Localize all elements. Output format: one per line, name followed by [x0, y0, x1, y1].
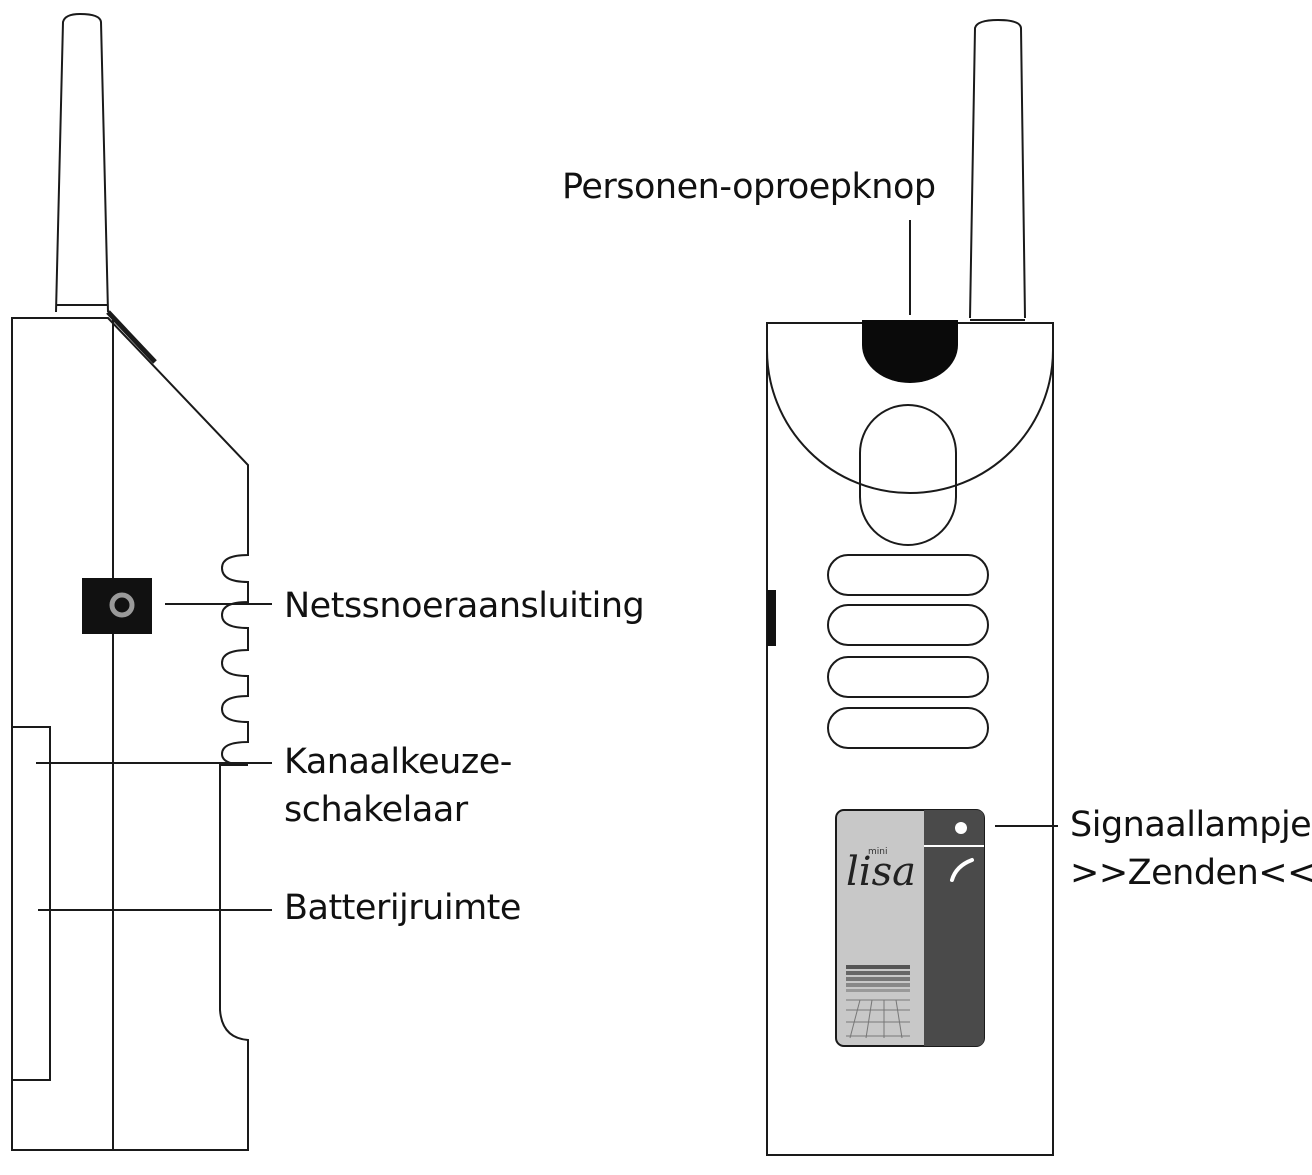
brand-logo-superscript: mini: [868, 847, 887, 857]
speaker-slot: [827, 656, 989, 698]
label-kanaalkeuze-line1: Kanaalkeuze-: [284, 742, 512, 782]
brand-logo: lisa: [846, 849, 916, 895]
plate-grid: [846, 999, 910, 1039]
label-plate: lisa mini: [835, 809, 985, 1047]
handset-icon: [950, 858, 974, 882]
battery-compartment: [11, 726, 51, 1081]
power-jack: [82, 578, 152, 634]
side-antenna: [55, 12, 109, 313]
signal-lamp-icon: [955, 822, 967, 834]
label-personen-oproepknop: Personen-oproepknop: [562, 167, 936, 207]
label-netsnoeraansluiting: Netssnoeraansluiting: [284, 586, 645, 626]
label-batterijruimte: Batterijruimte: [284, 888, 521, 928]
side-edge-bevel: [106, 310, 157, 364]
label-signaallampje-line1: Signaallampje: [1070, 805, 1312, 845]
front-pill-button: [859, 404, 957, 546]
plate-stripes: [846, 965, 910, 992]
front-top-arc: [766, 349, 1054, 494]
speaker-slot: [827, 604, 989, 646]
front-antenna: [969, 18, 1026, 319]
person-call-button: [862, 320, 958, 383]
side-view-device: [11, 12, 272, 1151]
label-signaallampje-line2: >>Zenden<<: [1070, 853, 1312, 893]
side-body-outline: [11, 317, 249, 1151]
jack-socket-icon: [109, 592, 135, 618]
label-kanaalkeuze-line2: schakelaar: [284, 790, 468, 830]
speaker-grille: [827, 554, 989, 749]
speaker-slot: [827, 707, 989, 749]
front-side-notch: [767, 590, 776, 646]
speaker-slot: [827, 554, 989, 596]
